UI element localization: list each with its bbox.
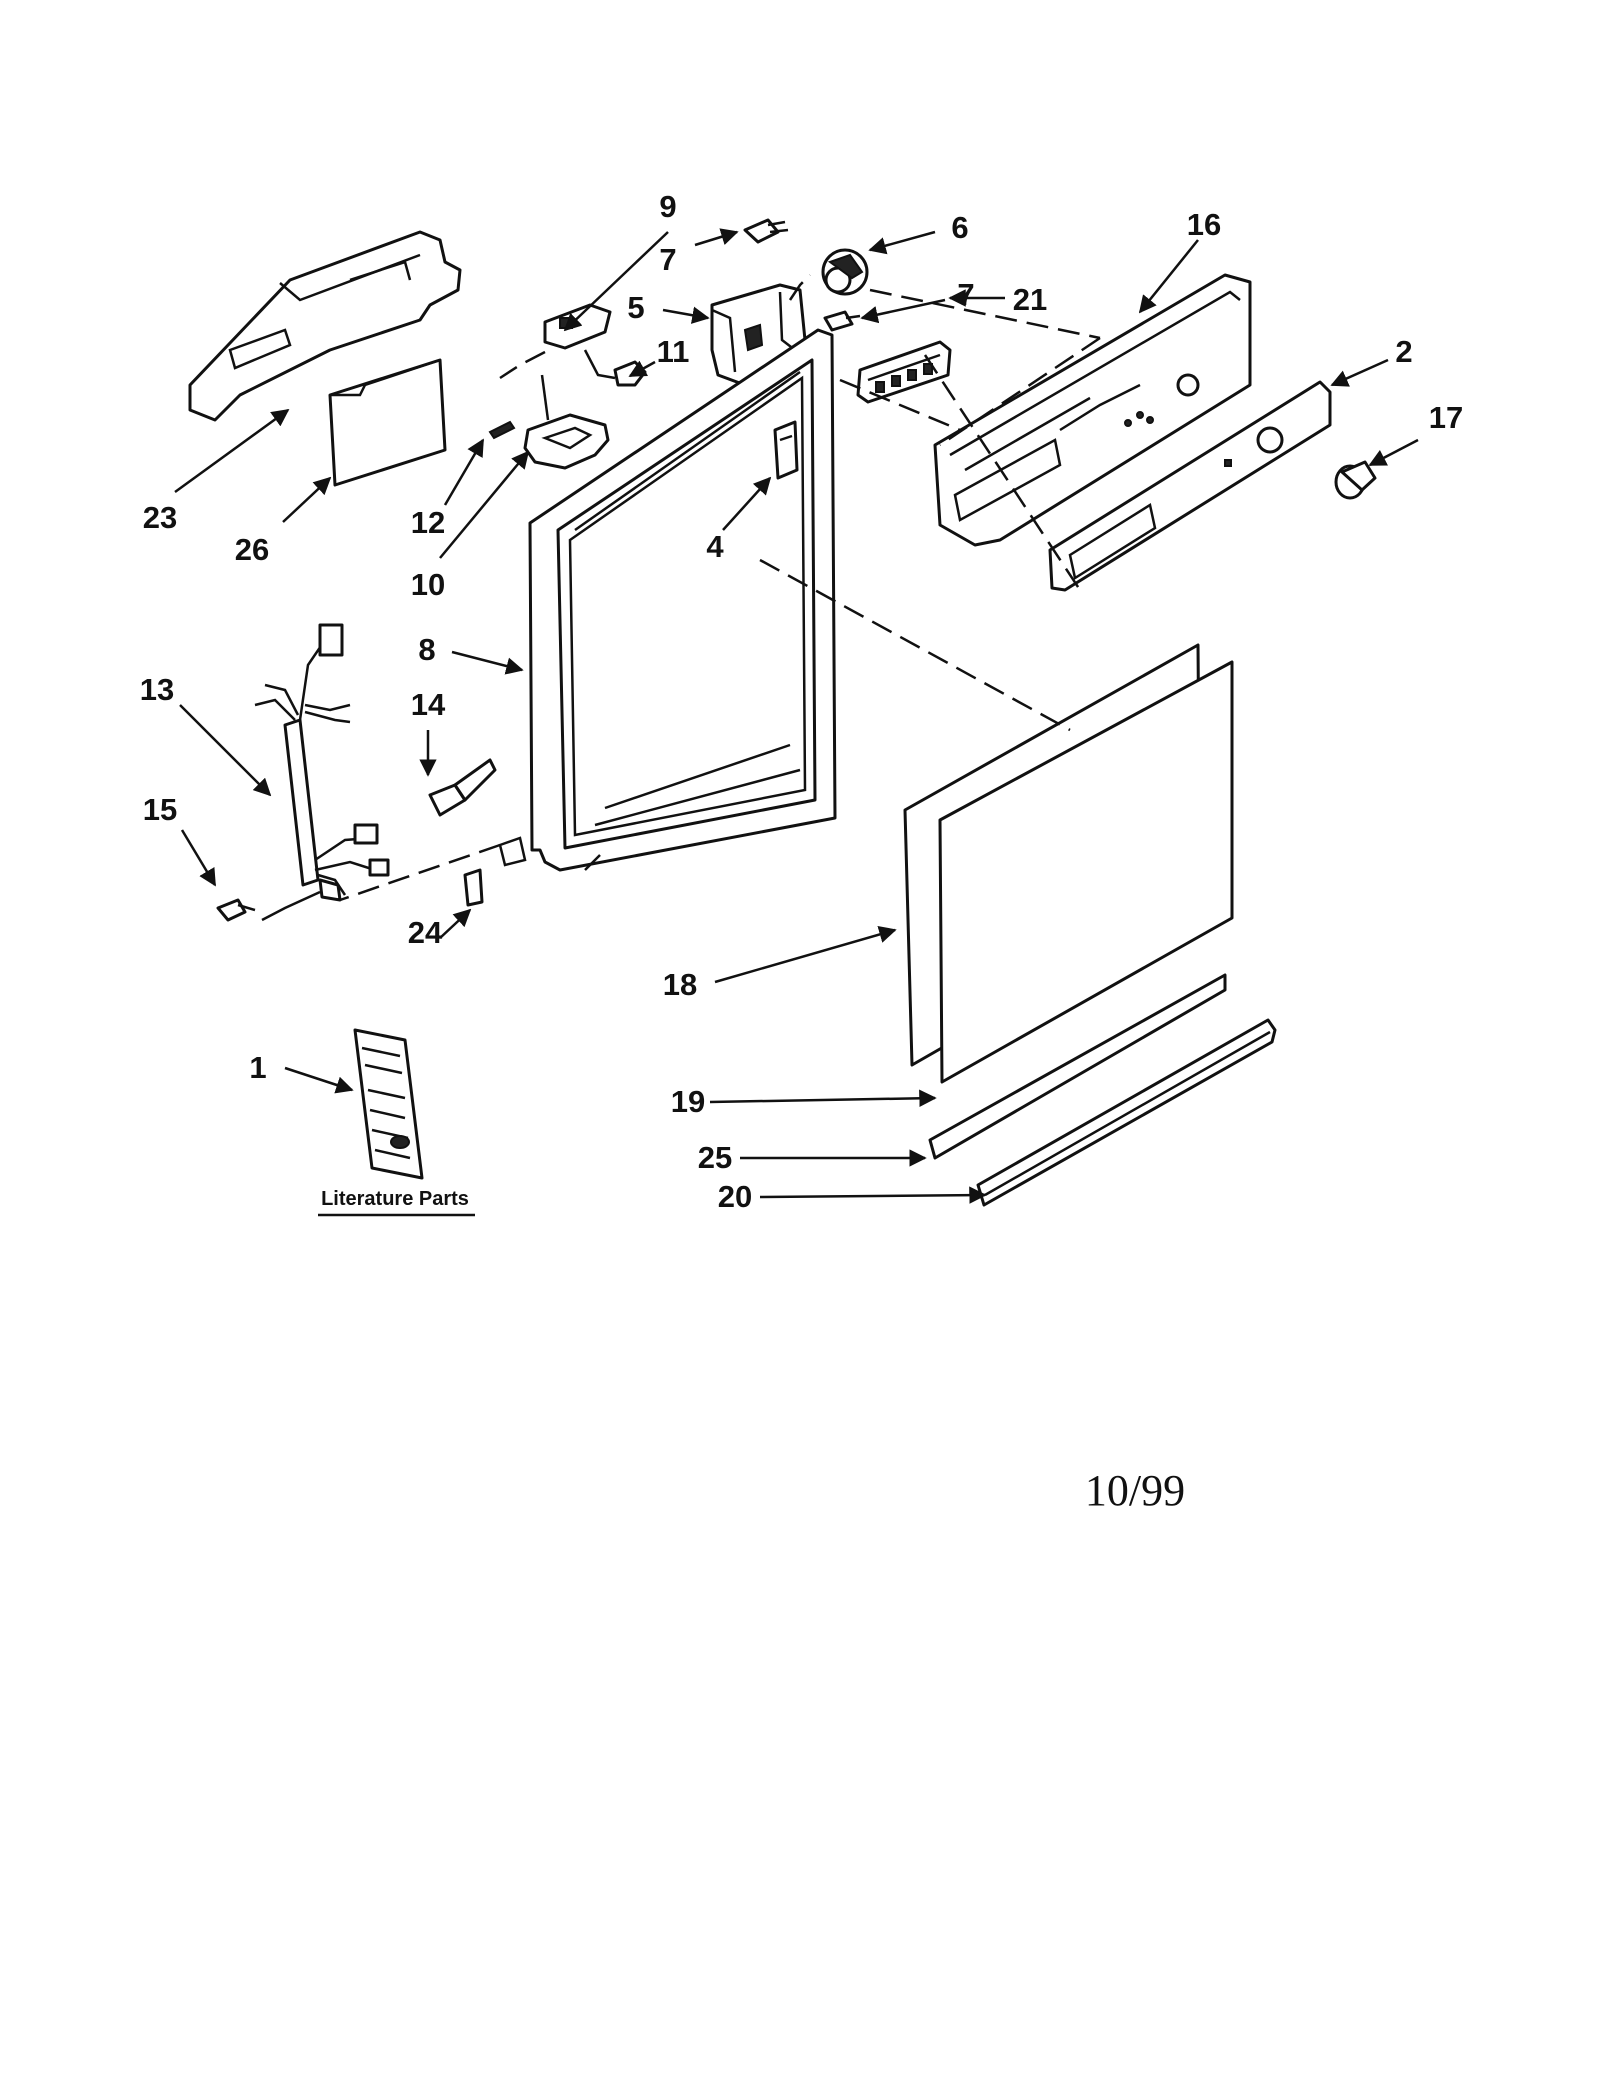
part-7-screw-lower [823,310,861,332]
part-4-hinge-clip [773,420,799,480]
part-9-switch [543,303,612,350]
part-8-door-frame [498,328,837,872]
callout-6: 6 [951,210,968,245]
assembly-lines [261,274,1101,922]
callout-26: 26 [235,532,269,567]
literature-parts-label: Literature Parts [321,1188,469,1210]
part-6-dial [821,248,869,296]
callout-2: 2 [1395,334,1412,369]
part-15-screw [216,898,256,922]
date-code: 10/99 [1085,1466,1185,1515]
part-16-control-panel [933,273,1252,547]
callout-labels: 9 7 6 16 5 7 21 11 2 17 23 12 26 4 10 8 … [140,189,1463,1214]
part-17-knob [1334,460,1377,500]
part-26-insulation-panel [328,358,447,487]
callout-12: 12 [411,505,445,540]
callout-16: 16 [1187,207,1221,242]
callout-25: 25 [698,1140,732,1175]
callout-19: 19 [671,1084,705,1119]
callout-18: 18 [663,967,697,1002]
part-7-screw-upper [743,218,789,244]
literature-parts-caption: Literature Parts [318,1188,475,1217]
callout-15: 15 [143,792,177,827]
part-23-console-housing [188,230,462,422]
part-1-literature-booklet [353,1028,424,1180]
callout-9: 9 [659,189,676,224]
part-11-actuator [583,349,647,387]
part-14-plug [428,758,497,817]
callout-8: 8 [418,632,435,667]
callout-14: 14 [411,687,446,722]
part-13-wire-harness [254,623,390,902]
part-2-lower-panel [1048,380,1332,592]
callout-4: 4 [706,529,724,564]
part-24-clip [463,868,484,907]
callout-7-lower: 7 [957,277,974,312]
callout-7-upper: 7 [659,242,676,277]
part-19-door-panel-inner [938,660,1234,1084]
callout-23: 23 [143,500,177,535]
callout-11: 11 [657,334,690,369]
callout-20: 20 [718,1179,752,1214]
part-10-bracket [523,413,610,470]
leader-lines [174,228,1419,1204]
callout-21: 21 [1013,282,1047,317]
callout-24: 24 [408,915,443,950]
callout-5: 5 [627,290,644,325]
callout-1: 1 [249,1050,266,1085]
part-12-spring [488,420,516,440]
callout-17: 17 [1429,400,1463,435]
callout-13: 13 [140,672,174,707]
part-25-trim-strip [928,973,1227,1160]
callout-10: 10 [411,567,445,602]
